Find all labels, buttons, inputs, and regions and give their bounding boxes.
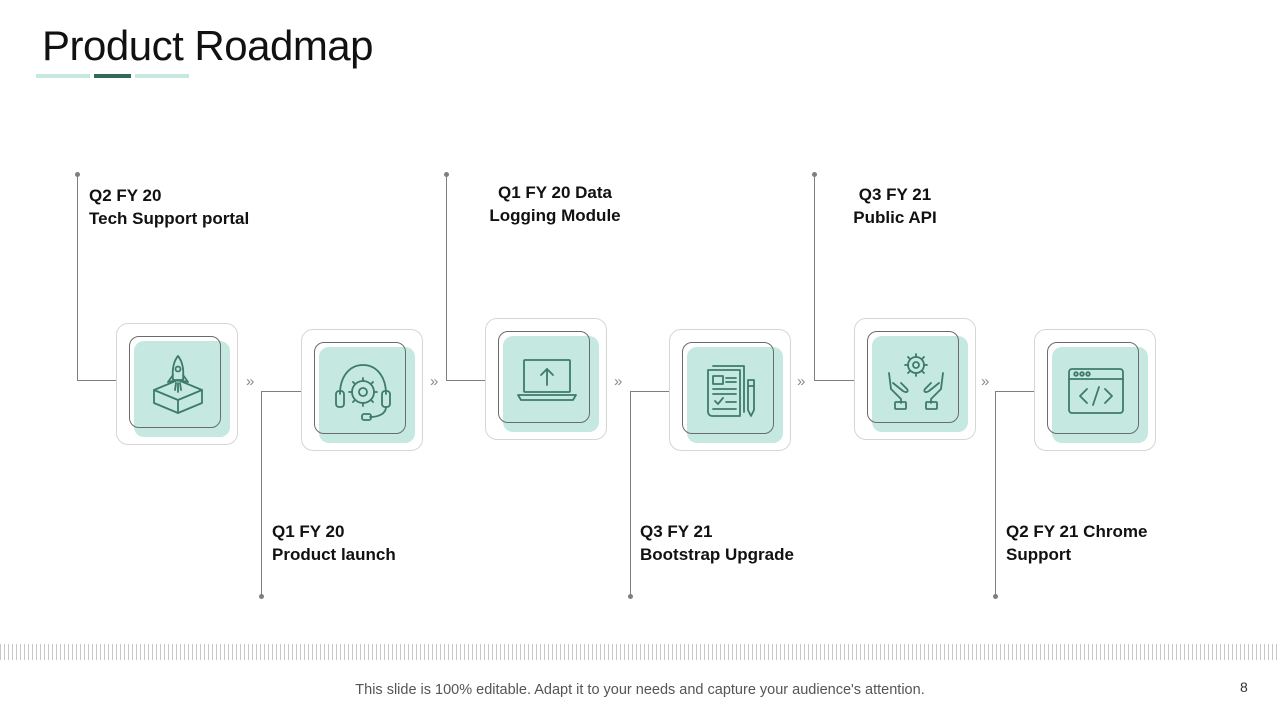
connector-dot-1 xyxy=(75,172,80,177)
milestone-label-4: Q3 FY 21 Bootstrap Upgrade xyxy=(640,522,794,564)
connector-line-4-horizontal xyxy=(630,391,670,392)
footer-note: This slide is 100% editable. Adapt it to… xyxy=(355,682,925,698)
milestone-card-6 xyxy=(1034,329,1156,451)
milestone-card-3 xyxy=(485,318,607,440)
chevron-double-right-icon: » xyxy=(430,373,439,390)
title-underline-segment-middle xyxy=(94,74,131,78)
milestone-label-2: Q1 FY 20 Product launch xyxy=(272,522,396,564)
connector-dot-4 xyxy=(628,594,633,599)
page-title: Product Roadmap xyxy=(42,22,374,69)
chevron-double-right-icon: » xyxy=(797,373,806,390)
connector-line-1-horizontal xyxy=(77,380,117,381)
chevron-double-right-icon: » xyxy=(246,373,255,390)
footer-hatch-divider xyxy=(0,644,1280,660)
title-underline-segment-left xyxy=(36,74,90,78)
connector-dot-6 xyxy=(993,594,998,599)
document-pen-icon xyxy=(707,365,755,417)
milestone-card-4 xyxy=(669,329,791,451)
connector-line-1-vertical xyxy=(77,176,78,381)
connector-line-3-horizontal xyxy=(446,380,486,381)
milestone-card-5 xyxy=(854,318,976,440)
milestone-label-3: Q1 FY 20 Data Logging Module xyxy=(489,183,621,225)
milestone-label-1: Q2 FY 20 Tech Support portal xyxy=(89,186,250,228)
connector-line-5-horizontal xyxy=(814,380,854,381)
rocket-box-icon xyxy=(153,355,203,414)
title-underline-segment-right xyxy=(135,74,189,78)
connector-line-2-vertical xyxy=(261,391,262,596)
hands-gear-icon xyxy=(888,353,944,410)
connector-dot-2 xyxy=(259,594,264,599)
chevron-double-right-icon: » xyxy=(981,373,990,390)
milestone-card-2 xyxy=(301,329,423,451)
connector-line-4-vertical xyxy=(630,391,631,596)
headset-gear-icon xyxy=(335,364,391,421)
connector-line-2-horizontal xyxy=(261,391,301,392)
connector-line-3-vertical xyxy=(446,176,447,381)
connector-line-6-vertical xyxy=(995,391,996,596)
page-number: 8 xyxy=(1240,679,1248,695)
connector-dot-3 xyxy=(444,172,449,177)
connector-line-5-vertical xyxy=(814,176,815,381)
laptop-upload-icon xyxy=(517,359,577,401)
connector-line-6-horizontal xyxy=(995,391,1035,392)
chevron-double-right-icon: » xyxy=(614,373,623,390)
milestone-label-5: Q3 FY 21 Public API xyxy=(853,185,937,227)
browser-code-icon xyxy=(1068,368,1124,414)
milestone-card-1 xyxy=(116,323,238,445)
connector-dot-5 xyxy=(812,172,817,177)
milestone-label-6: Q2 FY 21 Chrome Support xyxy=(1006,522,1148,564)
